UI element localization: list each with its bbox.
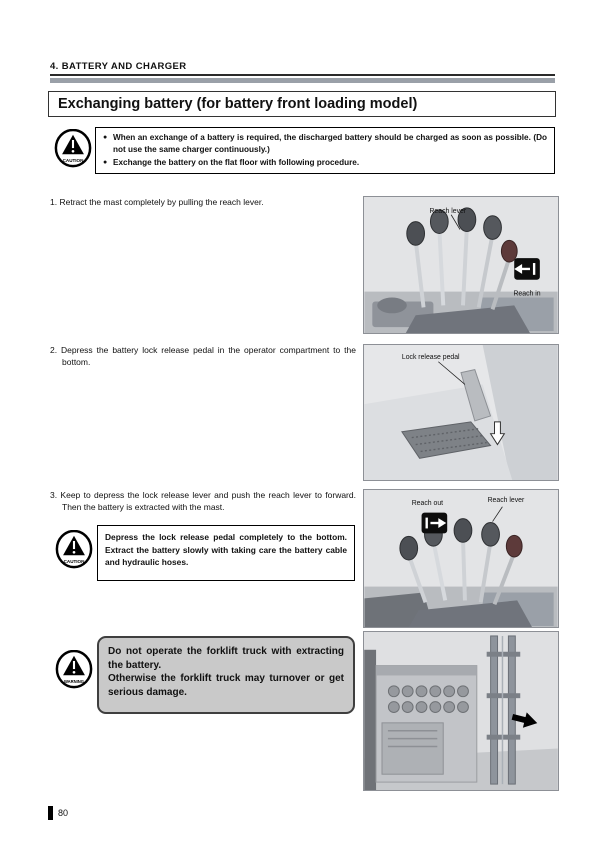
- figure-lock-release-pedal: Lock release pedal: [363, 344, 559, 481]
- step-text: Depress the battery lock release pedal i…: [61, 345, 356, 368]
- figure-reach-in: Reach lever Reach in: [363, 196, 559, 334]
- caution-bullet: ● When an exchange of a battery is requi…: [103, 132, 547, 157]
- caution-text: Exchange the battery on the flat floor w…: [113, 157, 360, 167]
- warning-icon-label: WARNING: [64, 679, 84, 684]
- reach-levers-photo: Reach lever Reach in: [364, 197, 558, 333]
- page-title: Exchanging battery (for battery front lo…: [58, 96, 418, 112]
- figure1-reach-lever-label: Reach lever: [429, 208, 466, 215]
- figure-battery-extraction: [363, 631, 559, 791]
- caution-icon-label: CAUTION: [63, 158, 84, 163]
- top-caution-box: ● When an exchange of a battery is requi…: [95, 127, 555, 174]
- figure2-pedal-label: Lock release pedal: [402, 354, 460, 361]
- step-2: 2. Depress the battery lock release peda…: [50, 344, 356, 369]
- bullet-marker: ●: [103, 158, 108, 166]
- step-1: 1. Retract the mast completely by pullin…: [50, 196, 356, 208]
- section-title: 4. BATTERY AND CHARGER: [50, 61, 187, 72]
- footer-bar: [48, 806, 53, 820]
- warning-icon: WARNING: [55, 650, 93, 690]
- step3-caution-text: Depress the lock release pedal completel…: [105, 532, 347, 568]
- page-number: 80: [58, 808, 69, 818]
- figure3-reach-out-label: Reach out: [412, 500, 443, 507]
- step3-caution-box: Depress the lock release pedal completel…: [97, 525, 355, 581]
- caution-icon-graphic: CAUTION: [54, 129, 92, 168]
- bullet-marker: ●: [103, 134, 108, 141]
- step-text: Retract the mast completely by pulling t…: [59, 197, 264, 207]
- caution-icon: CAUTION: [55, 530, 93, 570]
- header-rule: [50, 74, 555, 76]
- warning-icon-graphic: WARNING: [55, 650, 93, 689]
- caution-icon: CAUTION: [54, 129, 92, 169]
- warning-box: Do not operate the forklift truck with e…: [97, 636, 355, 714]
- caution-bullet: ● Exchange the battery on the flat floor…: [103, 157, 547, 169]
- forklift-battery-photo: [364, 632, 558, 790]
- header-gray-bar: [50, 78, 555, 83]
- lock-release-pedal-photo: Lock release pedal: [364, 345, 558, 480]
- figure1-reach-in-label: Reach in: [513, 291, 540, 298]
- caution-icon-graphic: CAUTION: [55, 530, 93, 569]
- step-number: 2.: [50, 345, 58, 355]
- warning-text-line1: Do not operate the forklift truck with e…: [108, 646, 344, 671]
- step-number: 1.: [50, 197, 58, 207]
- warning-text-line2: Otherwise the forklift truck may turnove…: [108, 673, 344, 698]
- step-text: Keep to depress the lock release lever a…: [60, 490, 356, 513]
- figure-reach-out: Reach out Reach lever: [363, 489, 559, 628]
- caution-icon-label: CAUTION: [64, 559, 85, 564]
- page-title-box: Exchanging battery (for battery front lo…: [48, 91, 556, 117]
- reach-out-levers-photo: Reach out Reach lever: [364, 490, 558, 627]
- figure3-reach-lever-label: Reach lever: [488, 497, 525, 504]
- caution-text: When an exchange of a battery is require…: [113, 133, 547, 155]
- step-number: 3.: [50, 490, 58, 500]
- step-3: 3. Keep to depress the lock release leve…: [50, 489, 356, 514]
